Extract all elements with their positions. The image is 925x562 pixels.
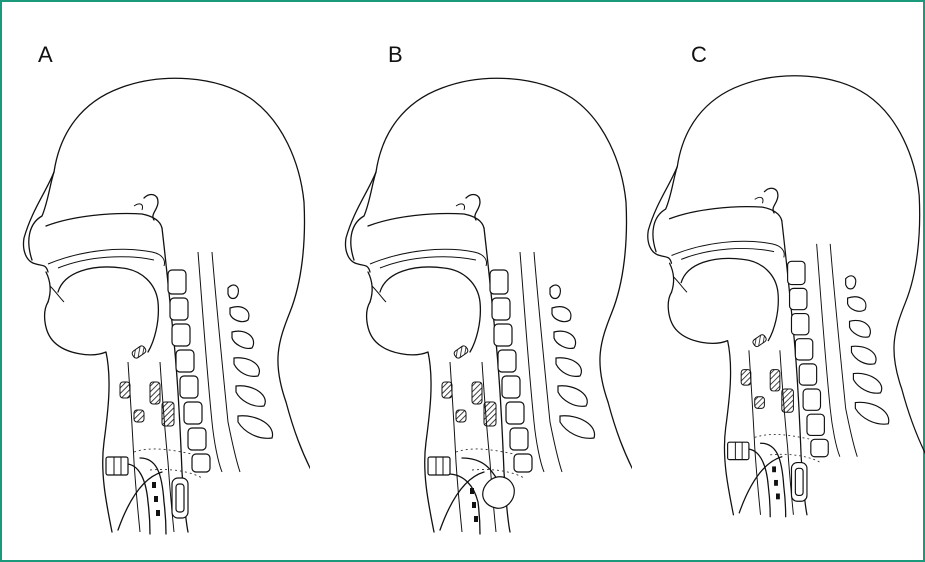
head-neck-illustration — [627, 2, 925, 562]
head-neck-illustration — [324, 2, 632, 562]
head-neck-illustration — [2, 2, 310, 562]
tracheostomy-tube — [106, 449, 202, 534]
tracheostomy-tube — [428, 449, 524, 534]
tracheostomy-tube — [728, 434, 821, 516]
panel-c: C — [627, 2, 925, 562]
panel-a: A — [2, 2, 310, 562]
panel-b: B — [324, 2, 632, 562]
